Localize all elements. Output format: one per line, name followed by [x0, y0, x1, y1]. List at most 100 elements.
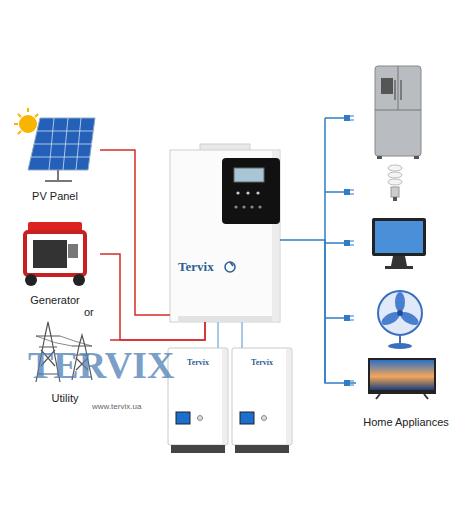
pv-panel-icon: [18, 131, 21, 134]
node-label: Tervix: [187, 358, 209, 367]
appliance-icons: [378, 291, 422, 335]
appliance-icons: [394, 80, 396, 100]
appliance-icons: [414, 156, 419, 159]
pv-panel-icon: [28, 118, 95, 170]
inverter-housing: [178, 316, 272, 322]
inverter-housing: [236, 191, 239, 194]
inverter: Tervix: [170, 150, 280, 322]
inverter-housing: [256, 191, 259, 194]
pv-panel-icon: [27, 108, 29, 112]
generator-icon: [68, 244, 78, 258]
inverter-housing: [250, 205, 253, 208]
battery-housing: [232, 348, 292, 445]
appliance-icons: [376, 394, 380, 399]
distribution-bus: [325, 317, 346, 319]
pv-panel-icon: [45, 180, 72, 182]
battery-module: Tervix: [168, 348, 228, 453]
appliance-icons: [388, 165, 402, 171]
power-wire: [241, 322, 243, 348]
inverter-housing: [170, 150, 280, 322]
pv-panel-icon: [34, 144, 92, 145]
inverter-housing: [242, 205, 245, 208]
appliance-icons: [393, 197, 397, 201]
distribution-bus: [325, 117, 346, 119]
distribution-bus: [325, 242, 346, 244]
home-appliances: Home Appliances: [356, 55, 456, 428]
watermark: TERVIX: [28, 346, 174, 384]
pv-panel-icon: [19, 115, 37, 133]
appliance-icons: [368, 66, 436, 399]
node-label: Tervix: [178, 259, 214, 275]
appliance-icons: [372, 218, 426, 256]
battery-housing: [235, 445, 289, 453]
power-wire: [100, 150, 170, 315]
power-wire: [280, 240, 356, 383]
generator-icon: [25, 232, 85, 275]
appliance-icons: [377, 156, 382, 159]
watermark-url: www.tervix.ua: [92, 402, 141, 411]
appliance-icons: [388, 343, 412, 349]
battery-housing: [176, 412, 190, 424]
node-label: Tervix: [251, 358, 273, 367]
appliance-icons: [370, 360, 434, 390]
inverter-housing: [234, 205, 237, 208]
appliance-icons: [375, 66, 421, 156]
battery-housing: [286, 349, 291, 444]
distribution-bus: [350, 116, 354, 385]
inverter-housing: [222, 158, 280, 224]
battery-housing: [168, 348, 292, 453]
generator-icon: [33, 240, 67, 268]
node-label: Home Appliances: [363, 416, 449, 428]
pylon-icon: [36, 336, 92, 346]
distribution-bus: [325, 115, 354, 386]
appliance-icons: [395, 292, 405, 312]
inverter-housing: [230, 262, 233, 266]
connector-note: or: [84, 306, 94, 318]
battery-module: Tervix: [232, 348, 292, 453]
battery-housing: [171, 445, 225, 453]
appliance-icons: [388, 172, 402, 178]
battery-housing: [168, 348, 228, 445]
distribution-bus: [344, 115, 350, 121]
appliance-icons: [397, 310, 403, 316]
appliance-icons: [388, 179, 402, 185]
power-wire: [110, 322, 205, 340]
pv-panel-icon: [31, 118, 93, 170]
inverter-housing: [246, 191, 249, 194]
pv-panel-icon: [14, 108, 38, 134]
appliance-icons: [398, 66, 399, 110]
pv-panel-icon: [76, 118, 81, 170]
appliance-icons: [424, 394, 428, 399]
power-wire: [217, 322, 219, 348]
appliance-icons: [391, 187, 399, 197]
inverter-housing: [258, 205, 261, 208]
pv-panel-icon: [14, 108, 95, 181]
inverter-housing: [234, 168, 264, 182]
distribution-bus: [344, 315, 350, 321]
generator-icon: [25, 274, 37, 286]
battery-housing: [240, 412, 254, 424]
inverter-housing: [225, 262, 235, 272]
generator-icon: [73, 274, 85, 286]
appliance-icons: [381, 78, 393, 94]
pv-panel: PV Panel: [10, 106, 100, 202]
generator-icon: [25, 222, 85, 286]
inverter-housing: [170, 144, 280, 322]
pv-panel-icon: [14, 123, 18, 125]
appliance-icons: [375, 110, 421, 111]
pv-panel-icon: [35, 114, 38, 117]
pv-panel-icon: [49, 118, 54, 170]
node-label: PV Panel: [32, 190, 78, 202]
pv-panel-icon: [18, 114, 21, 117]
pv-panel-icon: [31, 157, 90, 158]
generator: Generator: [10, 214, 100, 306]
appliance-icons: [385, 266, 413, 269]
appliance-icons: [400, 80, 402, 100]
distribution-bus: [344, 189, 350, 195]
appliance-icons: [368, 358, 436, 394]
node-label: Utility: [52, 392, 79, 404]
appliance-icons: [375, 221, 423, 253]
